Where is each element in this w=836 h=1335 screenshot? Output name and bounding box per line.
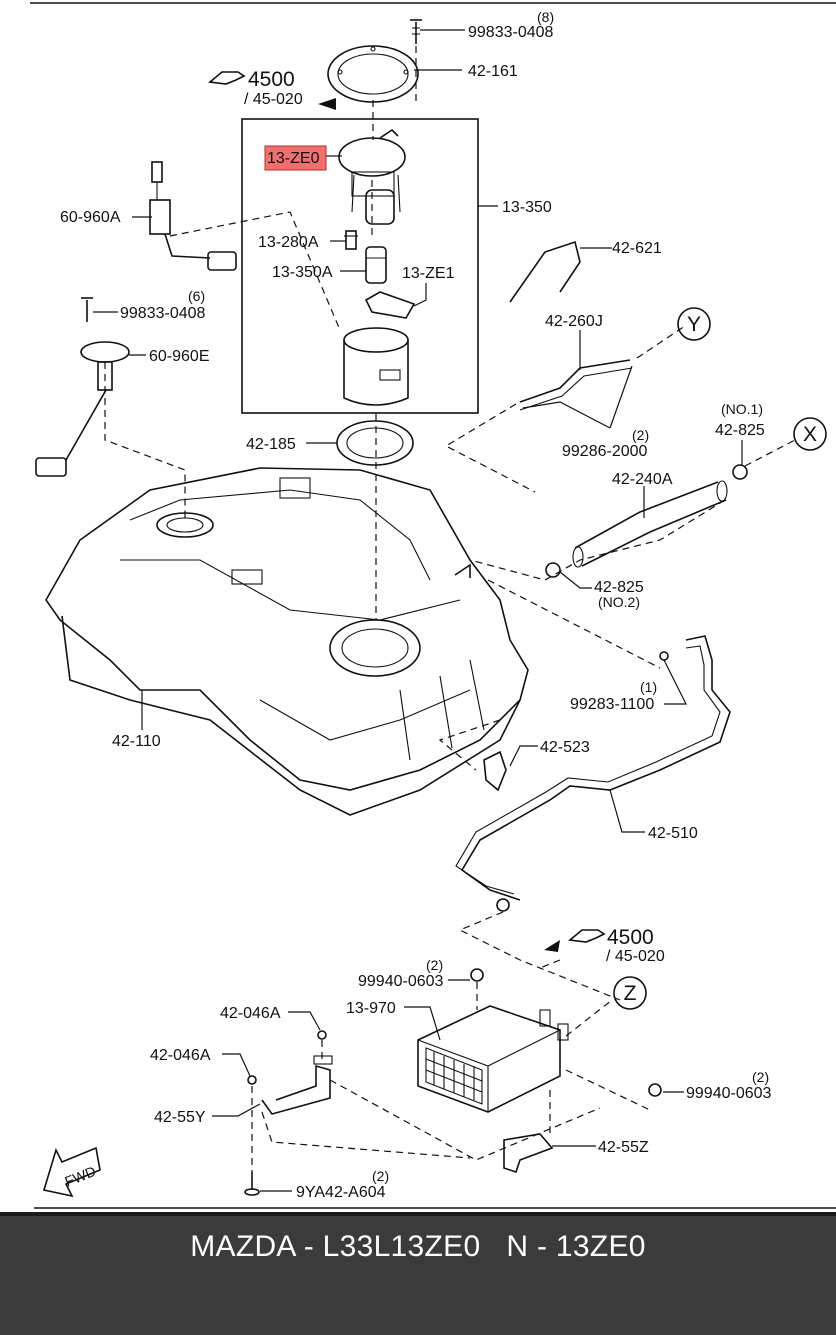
bracket-42-55y [261,1055,333,1115]
reservoir-cup [343,327,409,406]
hose-42-260j [519,359,631,403]
pump-flange-13-ze0 [338,128,406,225]
circle-Y [677,307,711,341]
label-4500-bottom: 4500 [607,926,654,949]
label-42-825-no1: 42-825 [715,422,765,439]
qty-2-d: (2) [372,1168,389,1184]
label-42-55y: 42-55Y [154,1109,206,1126]
arrow-head-top [318,98,336,110]
label-99940-0603-b: 99940-0603 [686,1085,772,1102]
clamp-42-825-no2 [545,562,561,578]
label-42-185: 42-185 [246,436,296,453]
grommet-42-046a-b [247,1075,257,1085]
grommet-42-046a-a [317,1030,327,1040]
circle-Z [613,976,647,1010]
parts-diagram: (8) 99833-0408 42-161 4500 / 45-020 13-Z… [30,2,836,1209]
label-42-510: 42-510 [648,825,698,842]
label-42-825-no2: 42-825 [594,579,644,596]
ref-hand-icon-bottom [568,929,606,943]
label-42-046a-b: 42-046A [150,1047,211,1064]
label-13-ze1: 13-ZE1 [402,265,455,282]
label-42-110: 42-110 [112,733,161,750]
arrow-head-bottom [544,940,560,952]
bolt-9ya42-a604 [244,1172,260,1196]
label-Z: Z [624,982,637,1005]
leader-lines [93,29,743,1192]
label-99940-0603-a: 99940-0603 [358,973,444,990]
label-13-350: 13-350 [502,199,552,216]
canister-13-970 [417,1005,569,1113]
qty-8: (8) [537,9,554,25]
assembly-dashed-lines [104,46,796,1172]
bolt-99833-0408-mid [81,297,93,322]
label-42-161: 42-161 [468,63,518,80]
fitting-42-510 [496,898,510,912]
label-45-020-bottom: / 45-020 [606,948,665,965]
label-13-970: 13-970 [346,1000,396,1017]
label-60-960a: 60-960A [60,209,121,226]
qty-6: (6) [188,288,205,304]
label-99833-0408-mid: 99833-0408 [120,305,206,322]
bracket-42-523 [483,750,507,792]
fwd-arrow-icon [42,1146,101,1198]
retainer-42-161 [327,45,419,103]
part-13-ze1 [364,291,416,319]
label-42-046a-a: 42-046A [220,1005,281,1022]
nut-99940-0603-a [470,968,484,982]
nut-99940-0603-b [648,1083,662,1097]
pipe-42-621 [509,240,581,303]
bolt-99833-0408-top [410,19,422,44]
label-99833-0408-top: 99833-0408 [468,24,554,41]
qty-2-a: (2) [632,427,649,443]
label-13-350a: 13-350A [272,264,333,281]
label-Y: Y [687,313,701,336]
circle-X [793,417,827,451]
sender-60-960e [35,341,130,477]
label-42-55z: 42-55Z [598,1139,649,1156]
fuel-pump-assembly-box [241,118,479,414]
label-13-ze0: 13-ZE0 [267,150,320,167]
label-45-020-top: / 45-020 [244,91,303,108]
label-99283-1100: 99283-1100 [570,696,654,713]
qty-2-c: (2) [752,1069,769,1085]
qty-2-b: (2) [426,957,443,973]
label-no2: (NO.2) [598,594,640,610]
label-X: X [803,423,817,446]
fuel-tank-42-110 [45,467,529,816]
label-42-523: 42-523 [540,739,590,756]
label-60-960e: 60-960E [149,348,210,365]
label-4500-top: 4500 [248,68,295,91]
pump-13-350a [365,246,387,284]
highlight-13-ze0 [264,145,327,171]
ref-hand-icon-top [208,71,246,85]
clamp-42-825-no1 [732,464,748,480]
label-no1: (NO.1) [721,401,763,417]
clip-99283-1100 [659,651,669,661]
label-42-260j: 42-260J [545,313,603,330]
label-9ya42-a604: 9YA42-A604 [296,1184,386,1201]
caption-bar: MAZDA - L33L13ZE0 N - 13ZE0 [0,1212,836,1335]
ring-42-185 [336,420,414,466]
label-42-621: 42-621 [612,240,662,257]
bracket-42-55z [503,1133,554,1174]
caption-text: MAZDA - L33L13ZE0 N - 13ZE0 [190,1230,646,1263]
label-42-240a: 42-240A [612,471,673,488]
pipe-42-510 [455,635,731,901]
filter-13-280a [344,230,358,250]
sender-60-960a [149,161,237,271]
label-13-280a: 13-280A [258,234,319,251]
label-99286-2000: 99286-2000 [562,443,648,460]
label-fwd: FWD [62,1163,98,1190]
hose-42-240a [572,480,728,568]
qty-1: (1) [640,679,657,695]
